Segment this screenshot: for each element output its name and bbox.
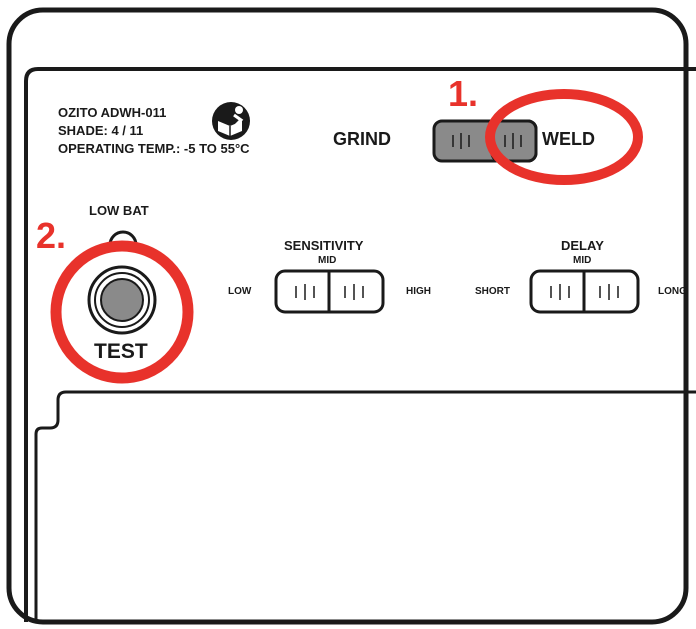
mode-switch [432,119,538,163]
step-1-annotation: 1. [448,73,479,114]
test-label: TEST [94,340,148,363]
low-bat-label: LOW BAT [89,203,149,218]
delay-short-label: SHORT [475,286,510,297]
test-highlight-ring [50,240,194,384]
grind-label: GRIND [333,129,391,149]
sensitivity-dial [274,269,385,314]
delay-title: DELAY [561,238,604,253]
delay-long-label: LONG [658,286,687,297]
delay-mid-label: MID [573,255,592,266]
test-button-graphic [87,265,157,335]
control-panel [24,67,696,622]
model-label: OZITO ADWH-011 [58,105,167,120]
temp-label: OPERATING TEMP.: -5 TO 55°C [58,141,250,156]
delay-dial [529,269,640,314]
weld-highlight-ring [485,89,643,185]
sensitivity-mid-label: MID [318,255,337,266]
read-manual-icon [212,102,250,140]
shade-label: SHADE: 4 / 11 [58,123,144,138]
weld-label: WELD [542,129,595,149]
outer-casing [6,7,689,625]
step-2-annotation: 2. [36,215,67,256]
battery-compartment [34,390,696,622]
sensitivity-high-label: HIGH [406,286,431,297]
sensitivity-title: SENSITIVITY [284,238,364,253]
sensitivity-low-label: LOW [228,286,252,297]
